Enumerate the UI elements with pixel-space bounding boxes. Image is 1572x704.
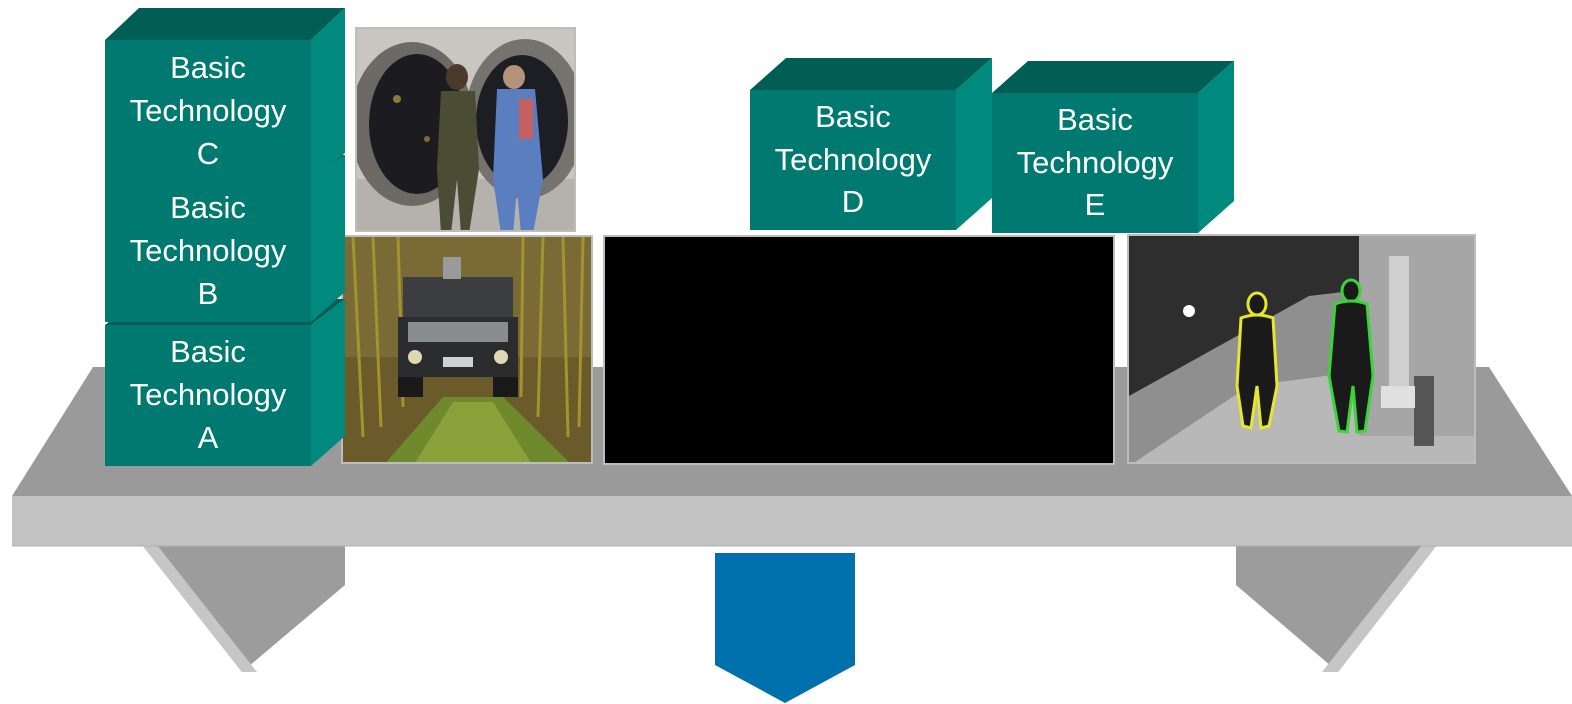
pedestrian-tracking-photo [1127,234,1476,464]
block-a-line3: A [197,419,219,455]
block-d-line2: Technology [774,141,932,177]
left-bracket [142,545,345,672]
basic-technology-d-block: Basic Technology D [750,58,992,230]
block-a-line2: Technology [129,377,287,413]
left-bracket-edge [142,545,257,672]
block-e-line3: E [1084,187,1106,223]
block-e-line1: Basic [1057,101,1133,137]
block-b-line2: Technology [129,233,287,269]
blank-black-panel [603,235,1115,465]
basic-technology-a-block: Basic Technology A [105,299,345,466]
right-bracket-edge [1322,545,1437,672]
basic-technology-e-block: Basic Technology E [992,61,1234,233]
basic-technology-c-block: Basic Technology C [105,8,345,183]
block-c-line1: Basic [170,50,246,86]
block-c-line3: C [196,135,220,171]
off-road-vehicle-photo [341,235,593,464]
block-b-line3: B [197,275,219,311]
block-d-line1: Basic [815,98,891,134]
block-b-line1: Basic [170,190,246,226]
block-a-line1: Basic [170,334,246,370]
block-e-line2: Technology [1016,144,1174,180]
block-c-line2: Technology [129,93,287,129]
block-d-line3: D [841,184,865,220]
aircraft-engine-maintenance-photo [355,27,576,232]
shelf-front [12,496,1572,546]
right-bracket [1236,545,1437,672]
